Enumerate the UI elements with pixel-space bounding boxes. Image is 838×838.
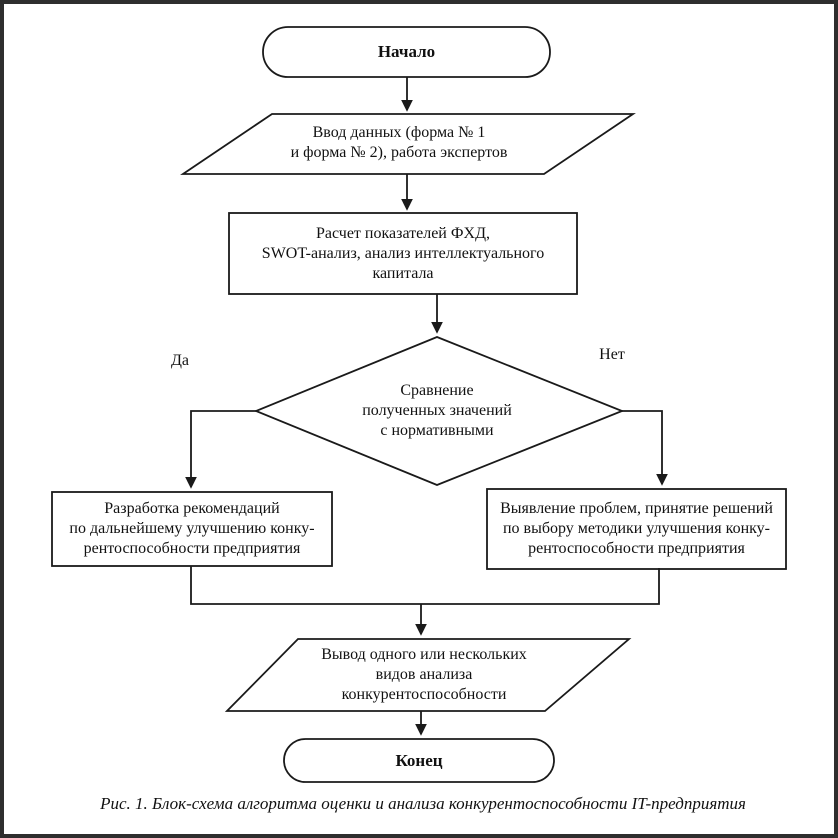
decision-diamond-shape [253, 336, 625, 486]
recommend-rect-shape [51, 491, 333, 567]
start-node-label: Начало [377, 42, 436, 61]
output-parallelogram-shape [224, 638, 632, 712]
no-edge-label: Нет [599, 346, 625, 363]
decision-node-label: Сравнение полученных значений с норматив… [362, 382, 512, 439]
end-terminator-shape [283, 738, 555, 783]
process-node-label: Расчет показателей ФХД, SWOT-анализ, ана… [261, 224, 545, 282]
edge-decision-no [622, 410, 668, 486]
output-node-label: Вывод одного или нескольких видов анализ… [321, 646, 527, 703]
edge-decision-yes [185, 410, 256, 489]
input-node-label: Ввод данных (форма № 1 и форма № 2), раб… [290, 124, 508, 161]
figure-caption: Рис. 1. Блок-схема алгоритма оценки и ан… [100, 794, 746, 813]
problems-rect-shape [486, 488, 787, 570]
flowchart-canvas [51, 26, 787, 783]
process-rect-shape [228, 212, 578, 295]
yes-edge-label: Да [170, 352, 189, 369]
input-parallelogram-shape [180, 113, 636, 175]
end-node-label: Конец [395, 750, 443, 770]
problems-node-label: Выявление проблем, принятие решений по в… [500, 500, 773, 557]
edge-merge-line [190, 566, 660, 605]
recommend-node-label: Разработка рекомендаций по дальнейшему у… [69, 500, 315, 557]
